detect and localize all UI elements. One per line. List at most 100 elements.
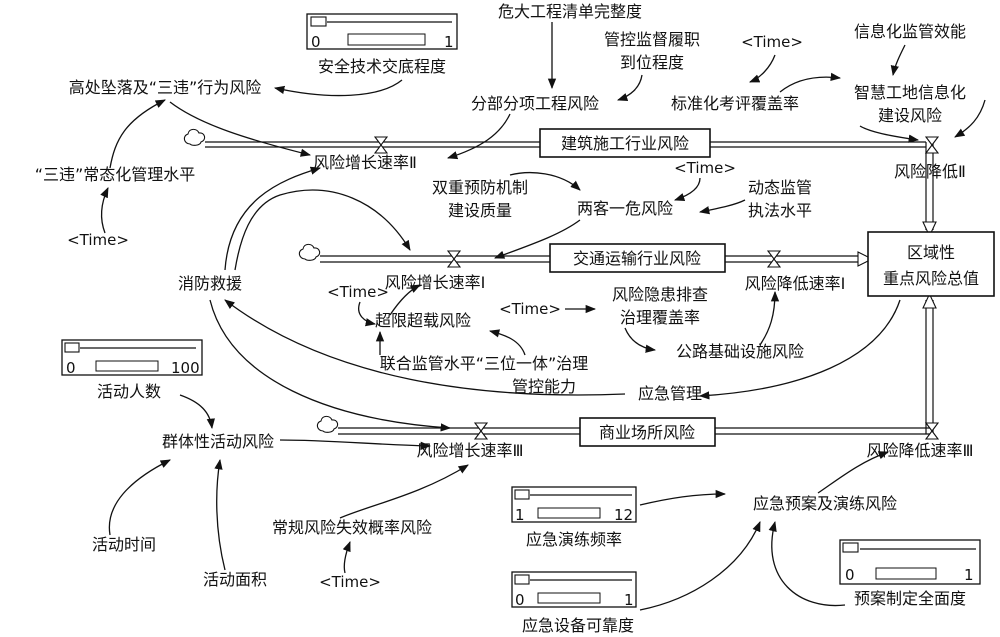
link-arrow bbox=[234, 189, 411, 271]
var-equipment-reliability: 应急设备可靠度 bbox=[522, 616, 634, 635]
var-fire-rescue: 消防救援 bbox=[178, 274, 242, 293]
var-time: <Time> bbox=[67, 231, 129, 249]
commercial-flow-pipe bbox=[316, 292, 940, 440]
slider-activity-count[interactable]: 0 100 bbox=[61, 339, 203, 377]
slider-max-value: 1 bbox=[444, 33, 454, 51]
flow-growth-1-label: 风险增长速率Ⅰ bbox=[385, 273, 486, 292]
slider-min-value: 1 bbox=[515, 506, 525, 524]
var-time: <Time> bbox=[741, 33, 803, 51]
link-arrow bbox=[358, 301, 377, 327]
link-arrow bbox=[108, 459, 171, 536]
slider-min-value: 0 bbox=[515, 591, 525, 609]
var-group-activity: 群体性活动风险 bbox=[162, 432, 274, 451]
var-sub-project: 分部分项工程风险 bbox=[471, 94, 599, 113]
causal-links bbox=[100, 22, 986, 611]
slider-min-value: 0 bbox=[66, 359, 76, 377]
link-arrow bbox=[624, 327, 657, 353]
var-supervision-2: 到位程度 bbox=[620, 53, 684, 72]
link-arrow bbox=[494, 219, 581, 259]
link-arrow bbox=[109, 99, 166, 169]
var-time: <Time> bbox=[499, 300, 561, 318]
slider-max-value: 1 bbox=[624, 591, 634, 609]
valve-icon bbox=[766, 250, 782, 268]
stock-transport-label: 交通运输行业风险 bbox=[573, 249, 701, 268]
var-drill-freq: 应急演练频率 bbox=[526, 530, 622, 549]
link-arrow bbox=[214, 458, 226, 571]
stock-construction-label: 建筑施工行业风险 bbox=[561, 134, 689, 153]
slider-max-value: 1 bbox=[964, 566, 974, 584]
link-arrow bbox=[179, 394, 215, 430]
slider-plan-completeness[interactable]: 0 1 bbox=[839, 539, 981, 585]
var-fall-violation: 高处坠落及“三违”行为风险 bbox=[69, 78, 262, 97]
valve-icon bbox=[446, 250, 462, 268]
source-cloud-icon bbox=[316, 415, 339, 433]
link-arrow bbox=[617, 74, 643, 101]
var-hazardous-list: 危大工程清单完整度 bbox=[498, 2, 642, 21]
source-cloud-icon bbox=[183, 128, 206, 146]
var-road-infra: 公路基础设施风险 bbox=[676, 342, 804, 361]
link-arrow bbox=[224, 166, 321, 271]
link-arrow bbox=[100, 187, 109, 234]
var-info-efficiency: 信息化监管效能 bbox=[854, 22, 966, 41]
link-arrow bbox=[890, 44, 906, 77]
var-dynamic-1: 动态监管 bbox=[748, 178, 812, 197]
link-arrow bbox=[169, 101, 312, 157]
link-arrow bbox=[779, 72, 842, 93]
stock-box-regional-total[interactable] bbox=[867, 231, 995, 297]
var-dynamic-2: 执法水平 bbox=[748, 201, 812, 220]
var-joint-1: 联合监管水平“三位一体”治理 bbox=[380, 354, 589, 373]
link-arrow bbox=[447, 113, 511, 160]
flow-reduce-1-label: 风险降低速率Ⅰ bbox=[745, 274, 846, 293]
stock-commercial-label: 商业场所风险 bbox=[599, 423, 695, 442]
valve-icon bbox=[924, 422, 940, 440]
link-arrow bbox=[749, 54, 776, 83]
var-smart-site-2: 建设风险 bbox=[878, 106, 942, 125]
stock-regional-total-label-1: 区域性 bbox=[907, 243, 955, 262]
link-arrow bbox=[817, 451, 889, 494]
var-activity-time: 活动时间 bbox=[92, 535, 156, 554]
link-arrow bbox=[674, 177, 701, 201]
flow-reduce-2-label: 风险降低Ⅱ bbox=[894, 162, 966, 181]
var-safety-disclosure: 安全技术交底程度 bbox=[318, 57, 446, 76]
link-arrow bbox=[279, 439, 432, 450]
slider-min-value: 0 bbox=[311, 33, 321, 51]
slider-drill-frequency[interactable]: 1 12 bbox=[511, 486, 637, 524]
var-joint-2: 管控能力 bbox=[512, 377, 576, 396]
var-overload: 超限超载风险 bbox=[375, 311, 471, 330]
slider-min-value: 0 bbox=[845, 566, 855, 584]
link-arrow bbox=[768, 520, 846, 607]
flow-growth-3-label: 风险增长速率Ⅲ bbox=[416, 441, 523, 460]
link-arrow bbox=[342, 541, 351, 574]
construction-flow-pipe bbox=[183, 128, 940, 238]
stock-regional-total-label-2: 重点风险总值 bbox=[883, 269, 979, 288]
link-arrow bbox=[639, 521, 761, 611]
valve-icon bbox=[924, 136, 940, 154]
link-arrow bbox=[698, 299, 901, 400]
link-arrow bbox=[759, 290, 780, 346]
stock-box-transport[interactable] bbox=[549, 243, 726, 273]
link-arrow bbox=[859, 125, 920, 143]
var-standard-eval: 标准化考评覆盖率 bbox=[671, 94, 799, 113]
var-dual-prevention-1: 双重预防机制 bbox=[432, 178, 528, 197]
link-arrow bbox=[273, 79, 403, 97]
var-two-one-risk: 两客一危风险 bbox=[577, 199, 673, 218]
var-time: <Time> bbox=[319, 573, 381, 591]
var-three-violation-mgmt: “三违”常态化管理水平 bbox=[35, 165, 196, 184]
slider-equipment-reliability[interactable]: 0 1 bbox=[511, 571, 637, 609]
link-arrow bbox=[509, 172, 581, 191]
slider-max-value: 100 bbox=[171, 359, 200, 377]
var-regular-failure: 常规风险失效概率风险 bbox=[272, 518, 432, 537]
var-smart-site-1: 智慧工地信息化 bbox=[854, 83, 966, 102]
flow-reduce-3-label: 风险降低速率Ⅲ bbox=[866, 441, 973, 460]
valve-icon bbox=[373, 136, 389, 154]
link-arrow bbox=[639, 489, 727, 506]
source-cloud-icon bbox=[298, 243, 321, 261]
link-arrow bbox=[209, 299, 452, 432]
slider-safety-disclosure[interactable]: 0 1 bbox=[306, 13, 458, 51]
stock-box-construction[interactable] bbox=[539, 128, 711, 158]
var-time: <Time> bbox=[674, 159, 736, 177]
link-arrow bbox=[698, 199, 746, 215]
stock-box-commercial[interactable] bbox=[579, 417, 716, 447]
